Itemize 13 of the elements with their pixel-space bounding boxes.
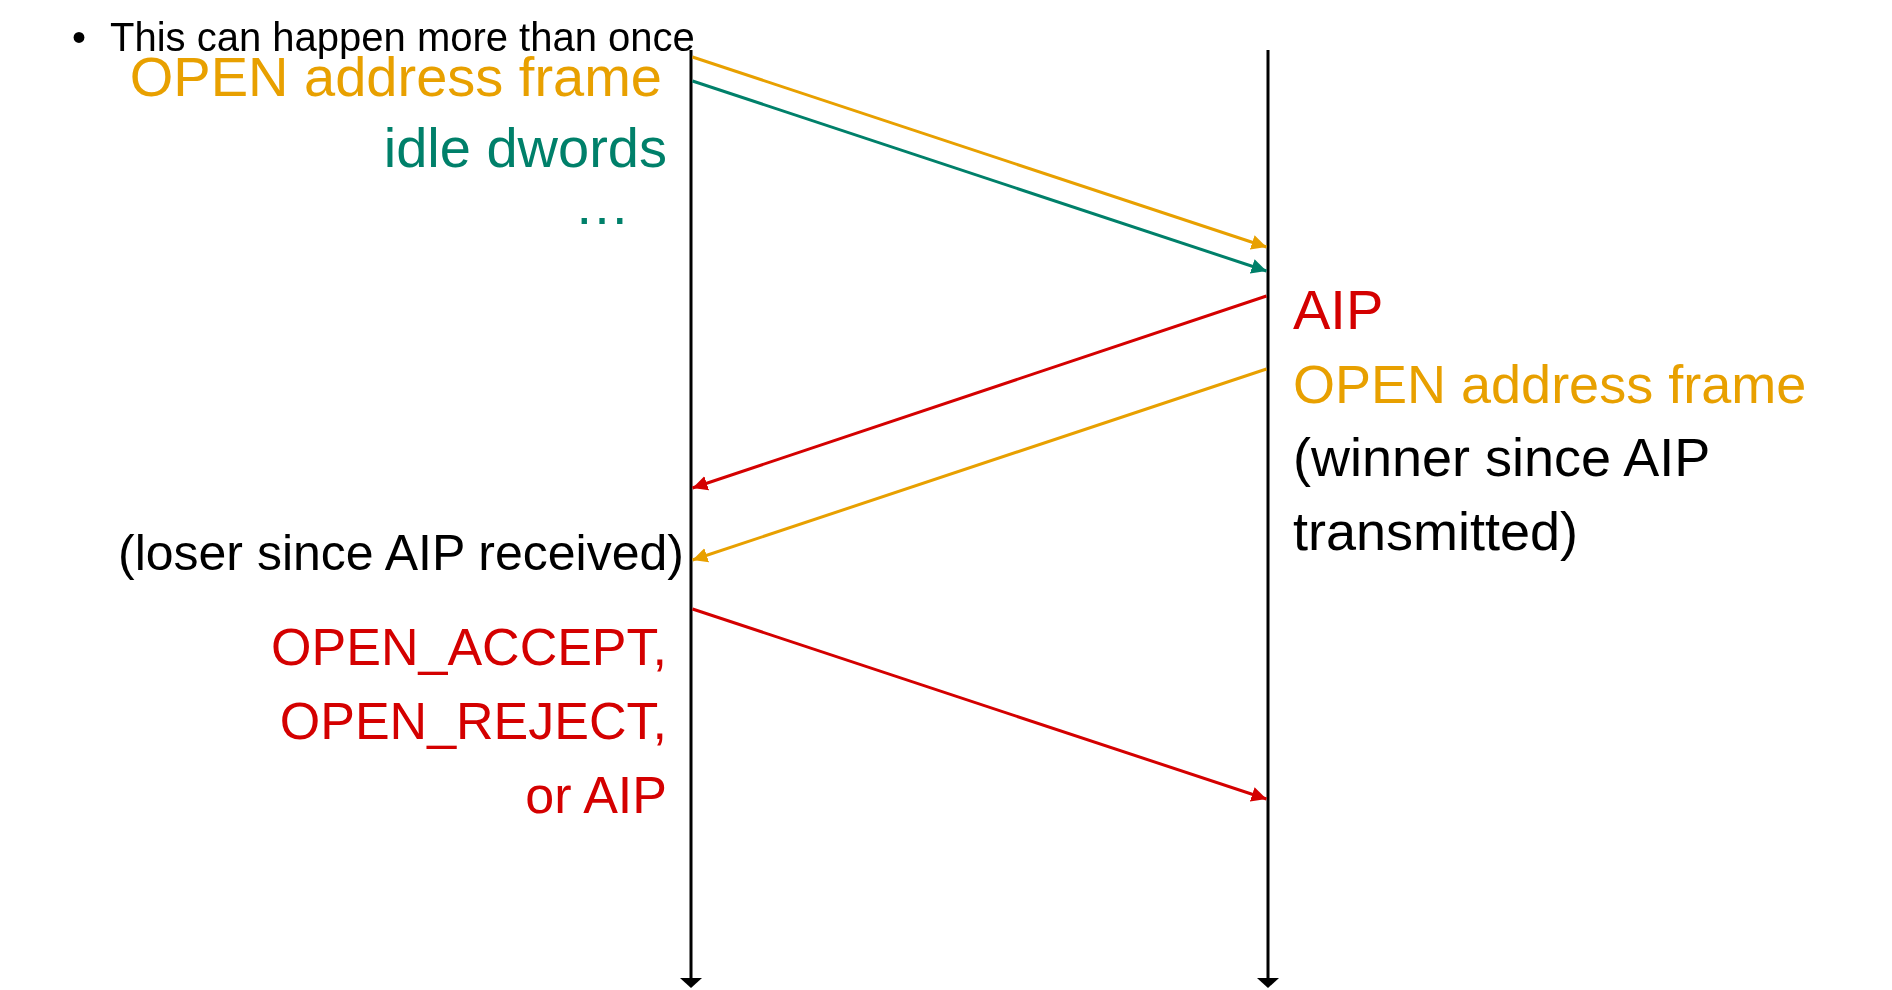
message-arrow bbox=[692, 79, 1267, 274]
message-label: OPEN_ACCEPT, OPEN_REJECT, or AIP bbox=[270, 617, 667, 826]
message-arrow bbox=[692, 607, 1267, 802]
message-label: AIP bbox=[1293, 277, 1384, 343]
role-note: (winner since AIP transmitted) bbox=[1293, 426, 1711, 563]
message-arrow bbox=[692, 294, 1267, 491]
role-note: (loser since AIP received) bbox=[118, 524, 684, 583]
bullet-mark: • bbox=[72, 14, 86, 61]
message-arrow bbox=[692, 55, 1267, 250]
timeline-arrow bbox=[680, 50, 702, 988]
message-label: OPEN address frame bbox=[1293, 353, 1807, 416]
message-arrow bbox=[692, 367, 1267, 563]
timeline-arrow bbox=[1257, 50, 1279, 988]
